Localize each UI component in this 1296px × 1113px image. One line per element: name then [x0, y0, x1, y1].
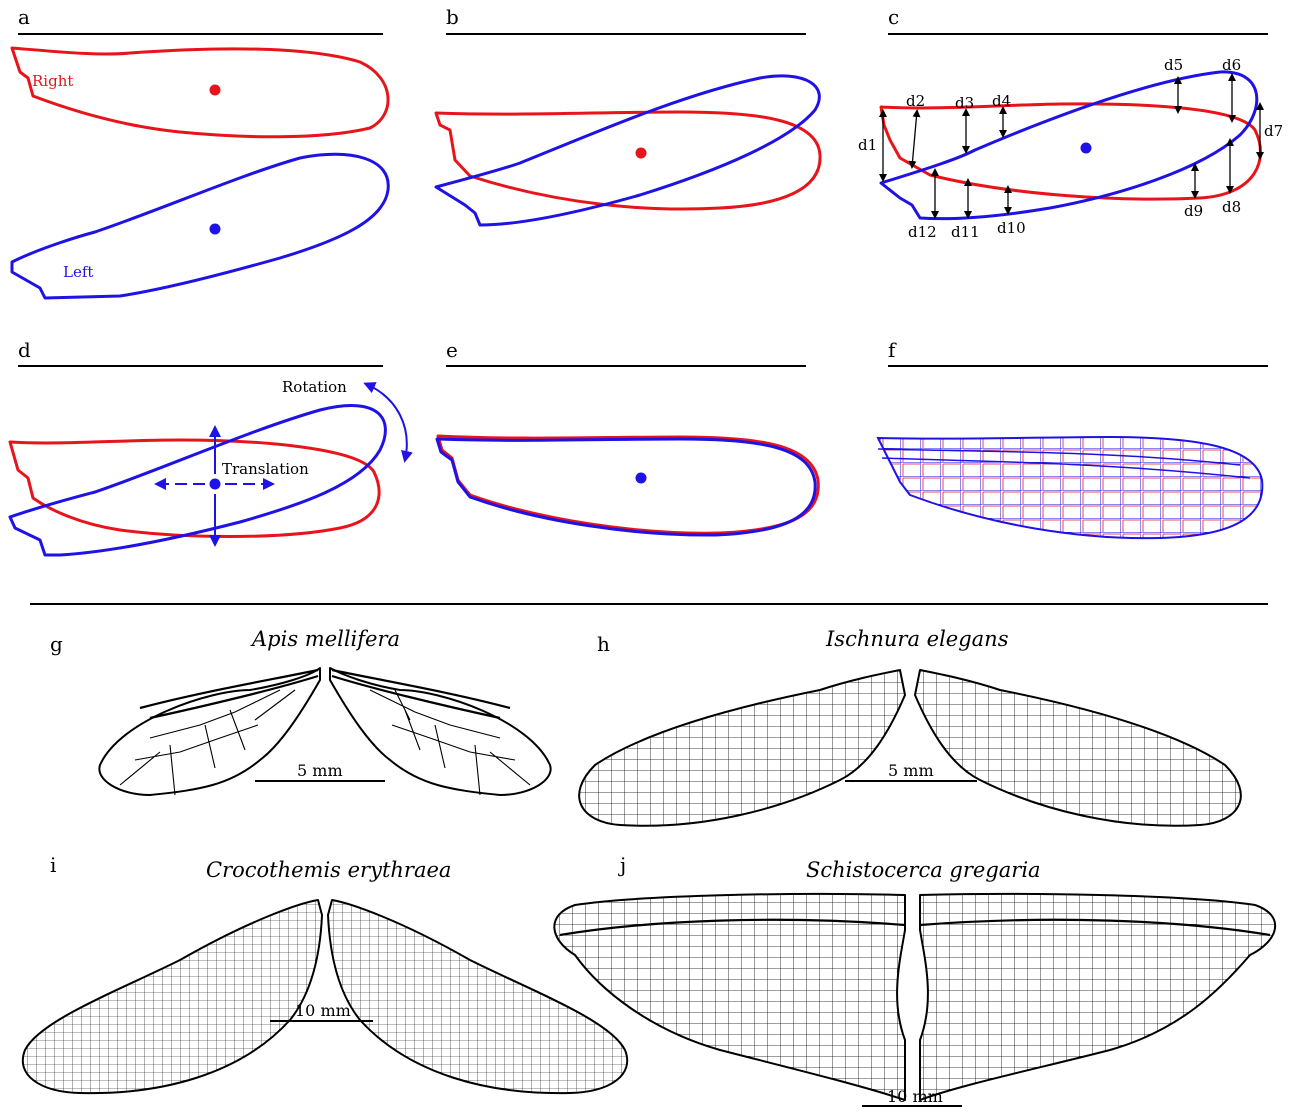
scale-label-i: 10 mm	[295, 1001, 351, 1020]
ischnura-right-wing-outline	[914, 669, 1242, 827]
crocothemis-left-venation	[22, 900, 322, 1094]
longitudinal-veins-f	[877, 448, 1251, 479]
species-j: Schistocerca gregaria	[806, 858, 1041, 882]
left-wing-outline-d	[8, 404, 387, 557]
right-wing-outline-c	[879, 102, 1262, 201]
panel-label-b: b	[446, 5, 459, 29]
schistocerca-left-wing-outline	[553, 892, 906, 1101]
rotation-arrow	[363, 382, 413, 463]
apis-right-wing	[329, 667, 552, 796]
label-d10: d10	[997, 219, 1026, 237]
left-wing-label: Left	[63, 263, 93, 281]
arrow-d2	[908, 109, 921, 169]
scale-label-g: 5 mm	[297, 761, 343, 780]
scale-label-h: 5 mm	[888, 761, 934, 780]
panel-label-d: d	[18, 338, 31, 362]
label-d8: d8	[1222, 198, 1241, 216]
panel-label-g: g	[50, 632, 63, 656]
panel-e: e	[435, 338, 820, 537]
schistocerca-right-venation	[920, 893, 1276, 1100]
ischnura-left-venation	[579, 670, 905, 826]
crocothemis-left-wing-outline	[22, 899, 323, 1095]
panel-d: d Rotation Translation	[8, 338, 413, 557]
translation-arrows	[154, 425, 275, 547]
panel-b: b	[434, 5, 822, 227]
left-wing-outline-e	[435, 437, 817, 537]
species-i: Crocothemis erythraea	[206, 858, 451, 882]
label-d12: d12	[908, 223, 937, 241]
left-wing-outline	[10, 152, 390, 300]
overlaid-vein-network	[878, 437, 1263, 539]
label-d4: d4	[992, 92, 1011, 110]
panel-a: a Right Left	[10, 5, 390, 300]
ischnura-right-venation	[915, 670, 1241, 826]
right-wing-outline-e	[436, 434, 820, 535]
panel-c: c d1 d2 d3 d4 d5 d6 d7 d8 d9 d10 d11 d	[858, 5, 1283, 241]
right-wing-outline-d	[8, 438, 381, 538]
wing-outline-f	[876, 435, 1264, 540]
panel-label-i: i	[50, 853, 56, 877]
rotation-label: Rotation	[282, 378, 347, 396]
panel-label-a: a	[18, 5, 30, 29]
schistocerca-left-forewing-edge	[559, 918, 906, 937]
ischnura-left-wing-outline	[578, 669, 906, 827]
label-d5: d5	[1164, 56, 1183, 74]
panel-label-f: f	[888, 338, 897, 362]
scale-label-j: 10 mm	[887, 1087, 943, 1106]
left-wing-outline-b	[434, 74, 821, 227]
label-d9: d9	[1184, 202, 1203, 220]
label-d6: d6	[1222, 56, 1241, 74]
centroid-dot-e	[635, 472, 647, 484]
centroid-dot-c	[1080, 142, 1092, 154]
right-wing-outline	[10, 46, 390, 139]
panel-j: j Schistocerca gregaria 10 mm	[553, 853, 1276, 1107]
species-h: Ischnura elegans	[825, 627, 1009, 651]
label-d3: d3	[955, 94, 974, 112]
panel-label-j: j	[618, 853, 626, 877]
left-centroid-dot	[209, 223, 221, 235]
distance-arrows	[879, 73, 1264, 219]
right-centroid-dot	[209, 84, 221, 96]
panel-i: i Crocothemis erythraea 10 mm	[22, 853, 628, 1095]
panel-h: h Ischnura elegans 5 mm	[578, 627, 1242, 827]
panel-label-c: c	[888, 5, 899, 29]
apis-left-wing	[98, 667, 321, 796]
species-g: Apis mellifera	[250, 627, 400, 651]
right-wing-label: Right	[32, 72, 73, 90]
translation-label: Translation	[222, 460, 309, 478]
label-d7: d7	[1264, 122, 1283, 140]
right-wing-outline-b	[434, 110, 822, 211]
label-d1: d1	[858, 136, 877, 154]
centroid-dot-d	[209, 478, 221, 490]
panel-f: f	[876, 338, 1268, 540]
centroid-dot-b	[635, 147, 647, 159]
label-d2: d2	[906, 92, 925, 110]
panel-g: g Apis mellifera 5 mm	[50, 627, 552, 796]
panel-label-h: h	[597, 632, 610, 656]
label-d11: d11	[951, 223, 980, 241]
schistocerca-right-wing-outline	[919, 892, 1276, 1101]
schistocerca-right-forewing-edge	[919, 918, 1271, 937]
crocothemis-right-wing-outline	[327, 899, 628, 1095]
panel-label-e: e	[446, 338, 458, 362]
